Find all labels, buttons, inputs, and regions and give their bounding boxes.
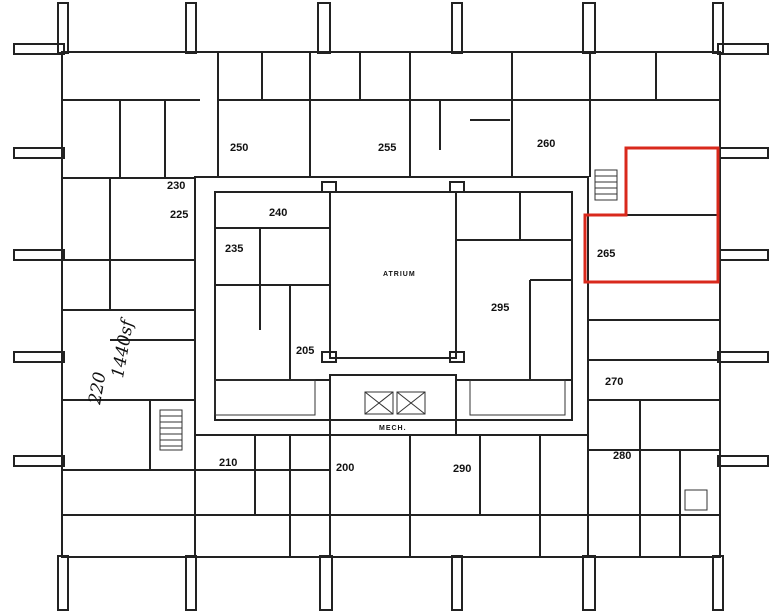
room-255-label: 255 xyxy=(378,142,396,154)
handwritten-note: 220 1440sf xyxy=(85,316,138,407)
room-200-label: 200 xyxy=(336,462,354,474)
room-205-label: 205 xyxy=(296,345,314,357)
handwritten-area: 1440sf xyxy=(108,316,138,380)
corridor-inner xyxy=(214,191,573,421)
handwritten-room: 220 xyxy=(85,370,111,407)
room-235-label: 235 xyxy=(225,243,243,255)
building-outline xyxy=(61,51,721,558)
room-265-label: 265 xyxy=(597,248,615,260)
exterior-fins xyxy=(13,2,769,611)
room-270-label: 270 xyxy=(605,376,623,388)
room-290-label: 290 xyxy=(453,463,471,475)
stairs xyxy=(159,169,618,451)
room-230-label: 230 xyxy=(167,180,185,192)
mech-core xyxy=(329,374,457,436)
room-210-label: 210 xyxy=(219,457,237,469)
room-295-label: 295 xyxy=(491,302,509,314)
room-240-label: 240 xyxy=(269,207,287,219)
room-280-label: 280 xyxy=(613,450,631,462)
top-rooms xyxy=(62,52,720,177)
highlight-suite-265 xyxy=(583,146,720,284)
atrium-label: ATRIUM xyxy=(383,271,416,278)
room-250-label: 250 xyxy=(230,142,248,154)
restrooms xyxy=(214,379,708,511)
atrium-outline xyxy=(329,191,457,359)
inner-right-rooms xyxy=(456,192,572,381)
bottom-rooms xyxy=(62,435,720,557)
mech-label: MECH. xyxy=(379,425,407,432)
room-260-label: 260 xyxy=(537,138,555,150)
room-225-label: 225 xyxy=(170,209,188,221)
